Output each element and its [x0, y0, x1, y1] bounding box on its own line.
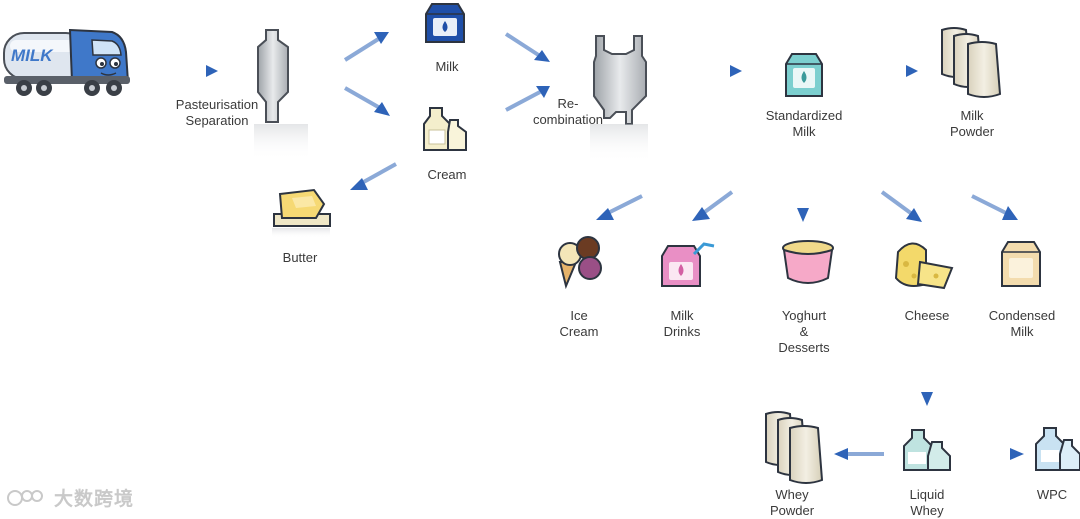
label-milk: Milk [435, 59, 459, 74]
arrow-whey-to-wpc [974, 448, 1024, 460]
cheese-icon [894, 242, 954, 290]
ice-cream-icon [558, 236, 602, 290]
arrow-milk-to-recombination [504, 32, 550, 62]
yoghurt-cup-icon [782, 240, 834, 284]
wpc-bottles-icon [1035, 427, 1080, 471]
label-cream: Cream [427, 167, 467, 182]
label-butter: Butter [282, 250, 318, 265]
butter-icon [272, 188, 331, 238]
cream-bottles-icon [423, 107, 467, 151]
arrow-separator-to-milk [343, 32, 389, 62]
arrow-to-ice-cream [596, 194, 643, 220]
arrow-cream-to-butter [350, 162, 397, 190]
arrow-to-condensed-milk [971, 194, 1018, 220]
label-standardized-milk: Standardized Milk [765, 108, 843, 139]
milk-carton-icon [425, 3, 465, 43]
standardized-milk-carton-icon [785, 53, 823, 97]
arrow-truck-to-separator [168, 65, 218, 77]
arrow-recombination-to-standardized [694, 65, 742, 77]
milk-powder-sacks-icon [941, 27, 1002, 98]
arrow-to-yoghurt [797, 166, 809, 222]
arrow-standardized-to-powder [870, 65, 918, 77]
label-yoghurt: Yoghurt & Desserts [778, 308, 830, 355]
condensed-milk-carton-icon [1001, 241, 1041, 287]
flow-arrows [168, 32, 1024, 460]
label-pasteurisation: Pasteurisation Separation [175, 97, 259, 128]
liquid-whey-bottles-icon [903, 429, 951, 471]
label-liquid-whey: Liquid Whey [909, 487, 945, 518]
label-milk-powder: Milk Powder [949, 108, 995, 139]
label-cheese: Cheese [904, 308, 950, 323]
truck-milk-text: MILK [11, 46, 54, 65]
label-condensed-milk: Condensed Milk [988, 308, 1056, 339]
watermark: 大数跨境 [6, 484, 134, 511]
whey-powder-sacks-icon [765, 411, 824, 484]
arrow-to-cheese [880, 190, 922, 222]
label-wpc: WPC [1036, 487, 1068, 502]
watermark-logo-icon [7, 489, 43, 506]
milk-drinks-carton-icon [661, 242, 715, 287]
milk-truck-icon: MILK [3, 28, 130, 96]
recombination-tank-icon [590, 35, 648, 162]
label-recombination: Re- combination [532, 96, 604, 127]
label-milk-drinks: Milk Drinks [663, 308, 701, 339]
label-ice-cream: Ice Cream [559, 308, 599, 339]
label-whey-powder: Whey Powder [769, 487, 815, 518]
arrow-cream-to-recombination [505, 86, 550, 112]
arrow-to-milk-drinks [692, 190, 734, 221]
arrow-whey-to-powder [834, 448, 884, 460]
watermark-text: 大数跨境 [54, 489, 135, 510]
arrow-cheese-to-liquid-whey [921, 348, 933, 406]
arrow-separator-to-cream [344, 86, 390, 116]
separator-tank-icon [254, 29, 308, 160]
